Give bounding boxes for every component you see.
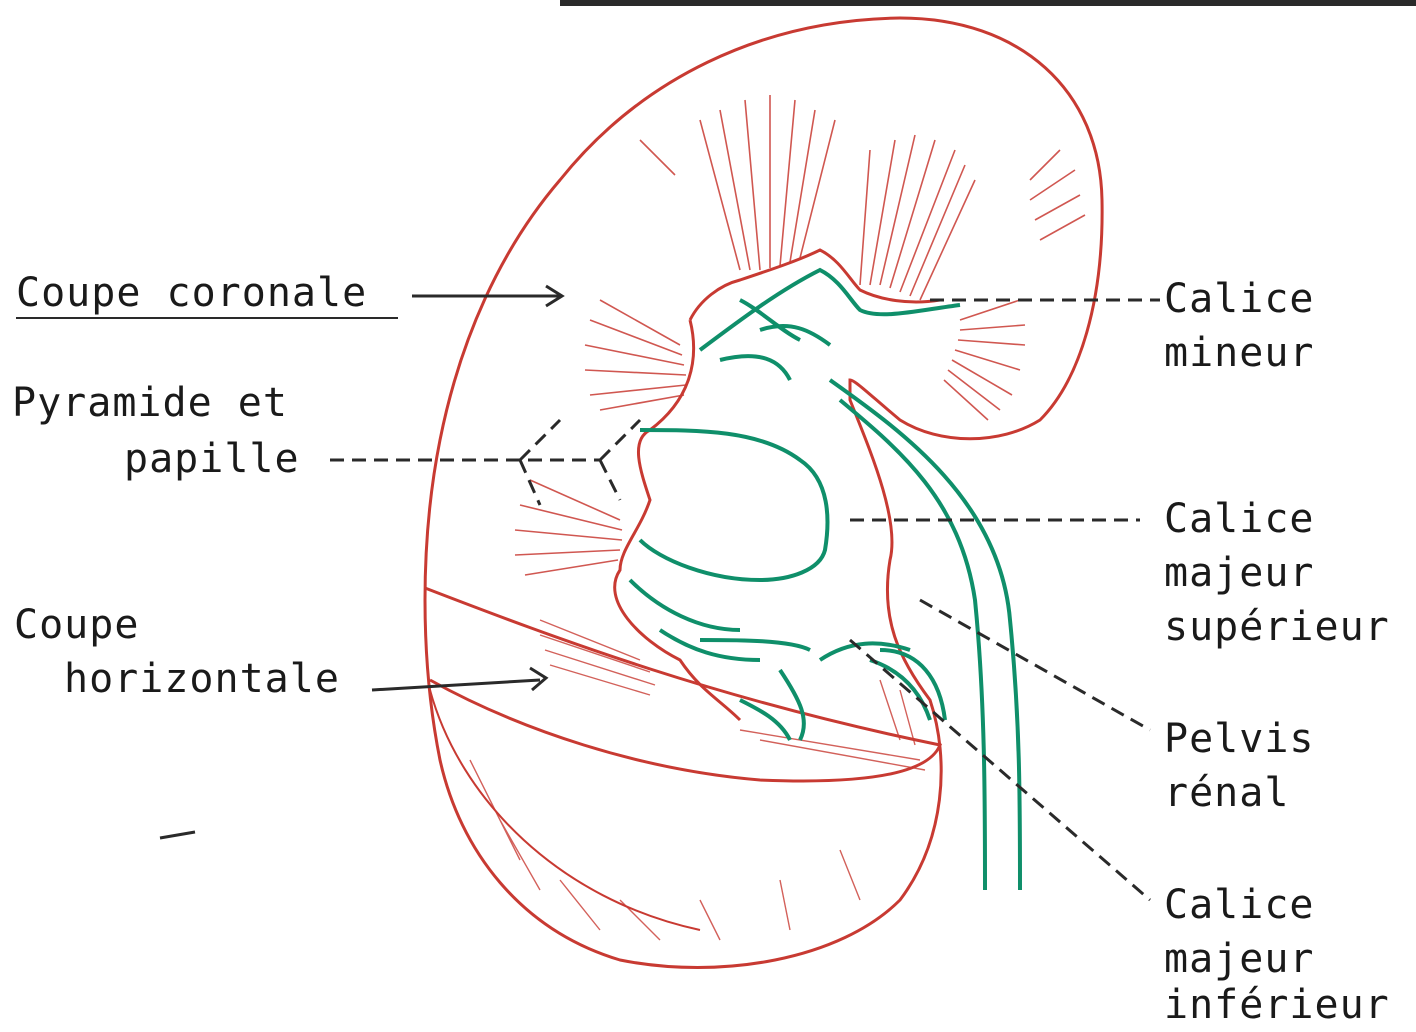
label-calice-majeur-sup-line1: Calice: [1164, 492, 1315, 546]
kidney-outline: [425, 18, 1102, 968]
leader-calice-majeur-inf: [850, 640, 1150, 900]
label-calice-mineur-line2: mineur: [1164, 326, 1315, 380]
label-calice-mineur-line1: Calice: [1164, 272, 1315, 326]
horizontal-section-lower: [430, 690, 700, 930]
label-calice-majeur-sup-line2: majeur: [1164, 546, 1315, 600]
stray-mark: [160, 832, 195, 838]
label-coupe-coronale: Coupe coronale: [16, 266, 367, 320]
ureter-right: [830, 380, 1020, 890]
upper-calyces: [700, 270, 960, 380]
label-coupe-horizontale-line1: Coupe: [14, 598, 139, 652]
leader-pelvis: [920, 600, 1150, 730]
leader-lines: [160, 286, 1160, 900]
label-calice-majeur-inf-line1: Calice: [1164, 878, 1315, 932]
collecting-system: [630, 270, 1020, 890]
label-calice-majeur-inf-line3: inférieur: [1164, 978, 1390, 1032]
leader-pyramide: [330, 420, 640, 505]
label-pelvis-line1: Pelvis: [1164, 712, 1315, 766]
label-calice-majeur-sup-line3: supérieur: [1164, 600, 1390, 654]
lower-calyces: [630, 580, 910, 740]
leader-coupe-horizontale: [372, 680, 540, 690]
label-coupe-horizontale-line2: horizontale: [64, 652, 340, 706]
label-pyramide-line1: Pyramide et: [12, 376, 288, 430]
label-pyramide-line2: papille: [124, 432, 300, 486]
label-pelvis-line2: rénal: [1164, 766, 1289, 820]
renal-pelvis: [640, 430, 827, 580]
pyramid-hatching: [515, 95, 1085, 575]
